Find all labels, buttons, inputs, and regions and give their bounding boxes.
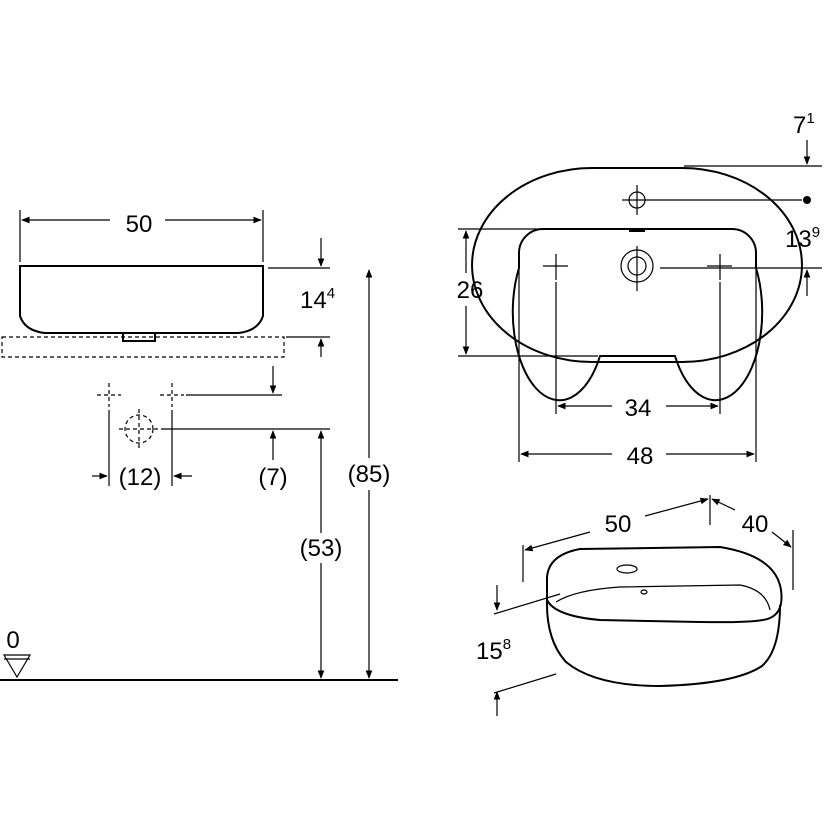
dimension-line (711, 498, 736, 511)
dimension-dot (803, 196, 811, 204)
dim-bowl-height: 144 (300, 285, 335, 314)
dimension-line (524, 531, 591, 552)
countertop-outline (1, 336, 285, 358)
extension-line (493, 673, 557, 694)
tap-hole-crosshairs (97, 383, 184, 449)
dim-iso-depth: 40 (742, 511, 769, 538)
floor-level-symbol (2, 654, 32, 679)
dim-inner-spacing: 34 (625, 395, 652, 422)
dim-top-width: 48 (627, 443, 654, 470)
iso-basin-rim (546, 545, 783, 624)
iso-bowl-inner (555, 584, 771, 611)
top-view: 71 139 26 34 48 (457, 110, 822, 470)
dim-hole-depth: 139 (785, 224, 820, 253)
iso-overflow (640, 589, 648, 595)
basin-outer-outline (471, 167, 803, 363)
dimension-line (771, 531, 792, 548)
side-view: 50 144 (12) (7) (0, 210, 398, 681)
dimension-line (644, 497, 709, 517)
iso-tap-hole (616, 564, 638, 574)
iso-basin-body (545, 599, 781, 688)
dim-iso-width: 50 (605, 511, 632, 538)
dim-total-height: (85) (348, 461, 391, 488)
basin-bowl-outline (511, 228, 764, 402)
dim-inner-depth: 26 (457, 277, 484, 304)
dim-top-offset: 71 (793, 110, 815, 139)
floor-level-label: 0 (6, 627, 19, 654)
dim-iso-height: 158 (476, 636, 511, 665)
dim-mount-height: (53) (300, 535, 343, 562)
dim-tap-offset: (7) (258, 464, 287, 491)
dim-tap-spacing: (12) (119, 464, 162, 491)
extension-line (493, 593, 561, 615)
dim-side-width: 50 (126, 211, 153, 238)
basin-side-profile (19, 265, 264, 334)
isometric-view: 50 40 158 (476, 495, 794, 716)
